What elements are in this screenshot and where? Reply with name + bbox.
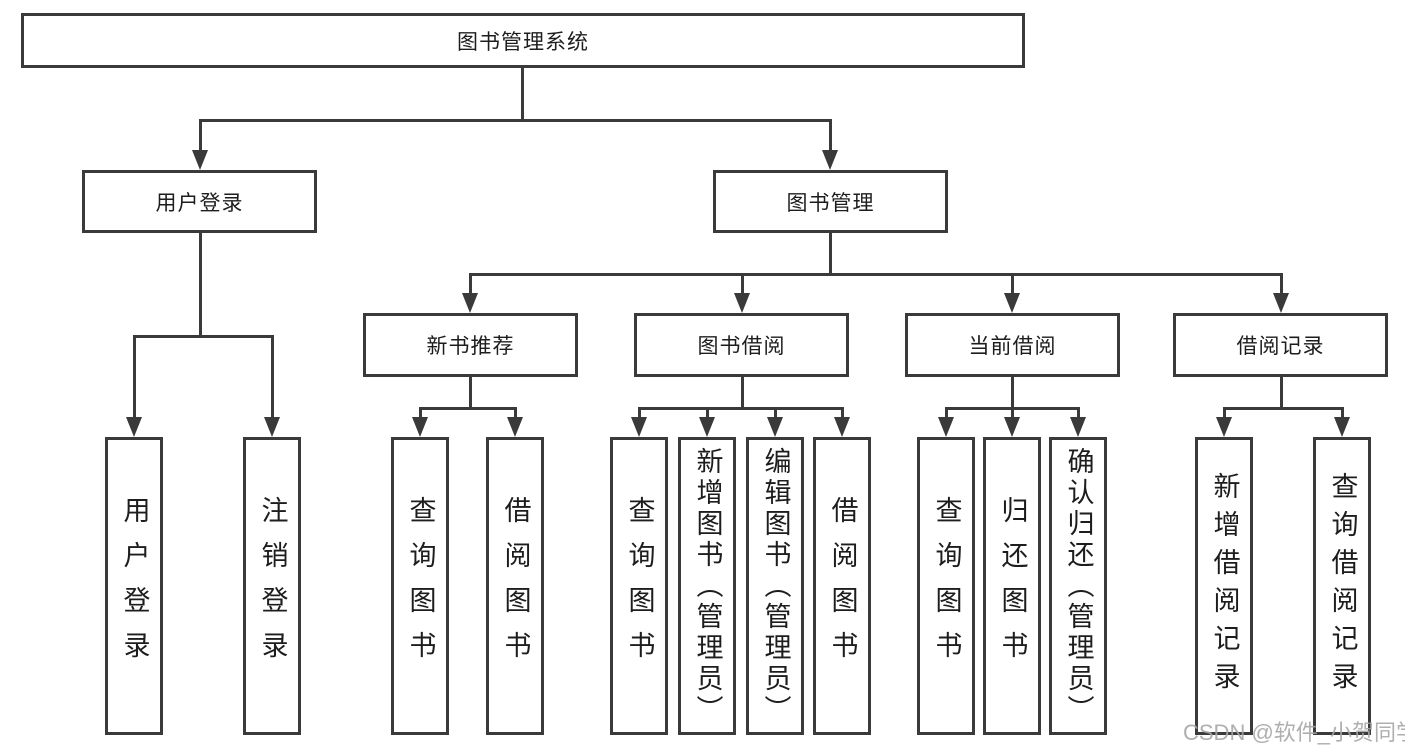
connector-line: [199, 233, 202, 335]
connector-line: [741, 377, 744, 407]
connector-line: [271, 335, 274, 419]
connector-line: [133, 335, 136, 419]
arrowhead-icon: [631, 417, 647, 437]
connector-line: [638, 407, 641, 419]
arrowhead-icon: [1273, 293, 1289, 313]
connector-line: [514, 407, 517, 419]
leaf-user-login: 用户登录: [105, 437, 163, 735]
leaf-return-books: 归还图书: [983, 437, 1041, 735]
arrowhead-icon: [834, 417, 850, 437]
connector-line: [1280, 377, 1283, 407]
arrowhead-icon: [938, 417, 954, 437]
connector-line: [1011, 407, 1014, 419]
arrowhead-icon: [264, 417, 280, 437]
node-label: 用户登录: [155, 191, 244, 215]
connector-line: [199, 119, 831, 122]
connector-line: [1223, 407, 1344, 410]
node-book-borrowing: 图书借阅: [634, 313, 849, 377]
leaf-label: 确认归还（管理员）: [1063, 446, 1094, 726]
connector-line: [1280, 273, 1283, 295]
leaf-borrow-books: 借阅图书: [486, 437, 544, 735]
connector-line: [1077, 407, 1080, 419]
connector-line: [1341, 407, 1344, 419]
connector-line: [945, 407, 948, 419]
node-label: 新书推荐: [426, 335, 515, 358]
arrowhead-icon: [192, 150, 208, 170]
leaf-add-borrow-record: 新增借阅记录: [1195, 437, 1253, 735]
arrowhead-icon: [1004, 417, 1020, 437]
connector-line: [419, 407, 517, 410]
leaf-logout: 注销登录: [243, 437, 301, 735]
leaf-label: 借阅图书: [500, 496, 531, 676]
connector-line: [1223, 407, 1226, 419]
arrowhead-icon: [507, 417, 523, 437]
connector-line: [774, 407, 777, 419]
node-label: 图书管理: [786, 191, 875, 215]
arrowhead-icon: [822, 150, 838, 170]
connector-line: [741, 273, 744, 295]
node-borrowing-records: 借阅记录: [1173, 313, 1388, 377]
arrowhead-icon: [1216, 417, 1232, 437]
node-book-management: 图书管理: [713, 170, 948, 233]
leaf-query-books: 查询图书: [917, 437, 975, 735]
node-label: 图书借阅: [697, 335, 786, 358]
leaf-label: 新增借阅记录: [1209, 472, 1240, 700]
connector-line: [469, 273, 472, 295]
connector-line: [133, 335, 273, 338]
leaf-borrow-books: 借阅图书: [813, 437, 871, 735]
node-label: 当前借阅: [968, 335, 1057, 358]
connector-line: [638, 407, 843, 410]
connector-line: [469, 273, 1282, 276]
node-label: 借阅记录: [1236, 335, 1325, 358]
leaf-label: 查询图书: [624, 496, 655, 676]
csdn-watermark: CSDN @软件_小贺同学: [1183, 720, 1405, 745]
connector-line: [706, 407, 709, 419]
arrowhead-icon: [412, 417, 428, 437]
leaf-query-books: 查询图书: [391, 437, 449, 735]
leaf-label: 查询图书: [931, 496, 962, 676]
leaf-label: 查询借阅记录: [1327, 472, 1358, 700]
arrowhead-icon: [1070, 417, 1086, 437]
arrowhead-icon: [699, 417, 715, 437]
node-user-login: 用户登录: [82, 170, 317, 233]
node-label: 图书管理系统: [457, 30, 589, 54]
leaf-label: 借阅图书: [827, 496, 858, 676]
leaf-add-books-admin: 新增图书（管理员）: [678, 437, 736, 735]
connector-line: [469, 377, 472, 407]
arrowhead-icon: [126, 417, 142, 437]
arrowhead-icon: [1004, 293, 1020, 313]
arrowhead-icon: [734, 293, 750, 313]
leaf-label: 注销登录: [257, 496, 288, 676]
connector-line: [1011, 377, 1014, 407]
arrowhead-icon: [1334, 417, 1350, 437]
leaf-label: 归还图书: [997, 496, 1028, 676]
connector-line: [841, 407, 844, 419]
node-current-borrowing: 当前借阅: [905, 313, 1120, 377]
leaf-query-borrow-record: 查询借阅记录: [1313, 437, 1371, 735]
connector-line: [199, 119, 202, 152]
connector-line: [829, 119, 832, 152]
connector-line: [829, 233, 832, 275]
connector-line: [419, 407, 422, 419]
connector-line: [521, 68, 524, 119]
arrowhead-icon: [767, 417, 783, 437]
leaf-edit-books-admin: 编辑图书（管理员）: [746, 437, 804, 735]
leaf-label: 用户登录: [119, 496, 150, 676]
node-root-library-system: 图书管理系统: [21, 13, 1025, 68]
leaf-query-books: 查询图书: [610, 437, 668, 735]
leaf-label: 编辑图书（管理员）: [760, 446, 791, 726]
leaf-confirm-return-admin: 确认归还（管理员）: [1049, 437, 1107, 735]
node-new-book-recommend: 新书推荐: [363, 313, 578, 377]
leaf-label: 查询图书: [405, 496, 436, 676]
connector-line: [1011, 273, 1014, 295]
arrowhead-icon: [462, 293, 478, 313]
leaf-label: 新增图书（管理员）: [692, 446, 723, 726]
